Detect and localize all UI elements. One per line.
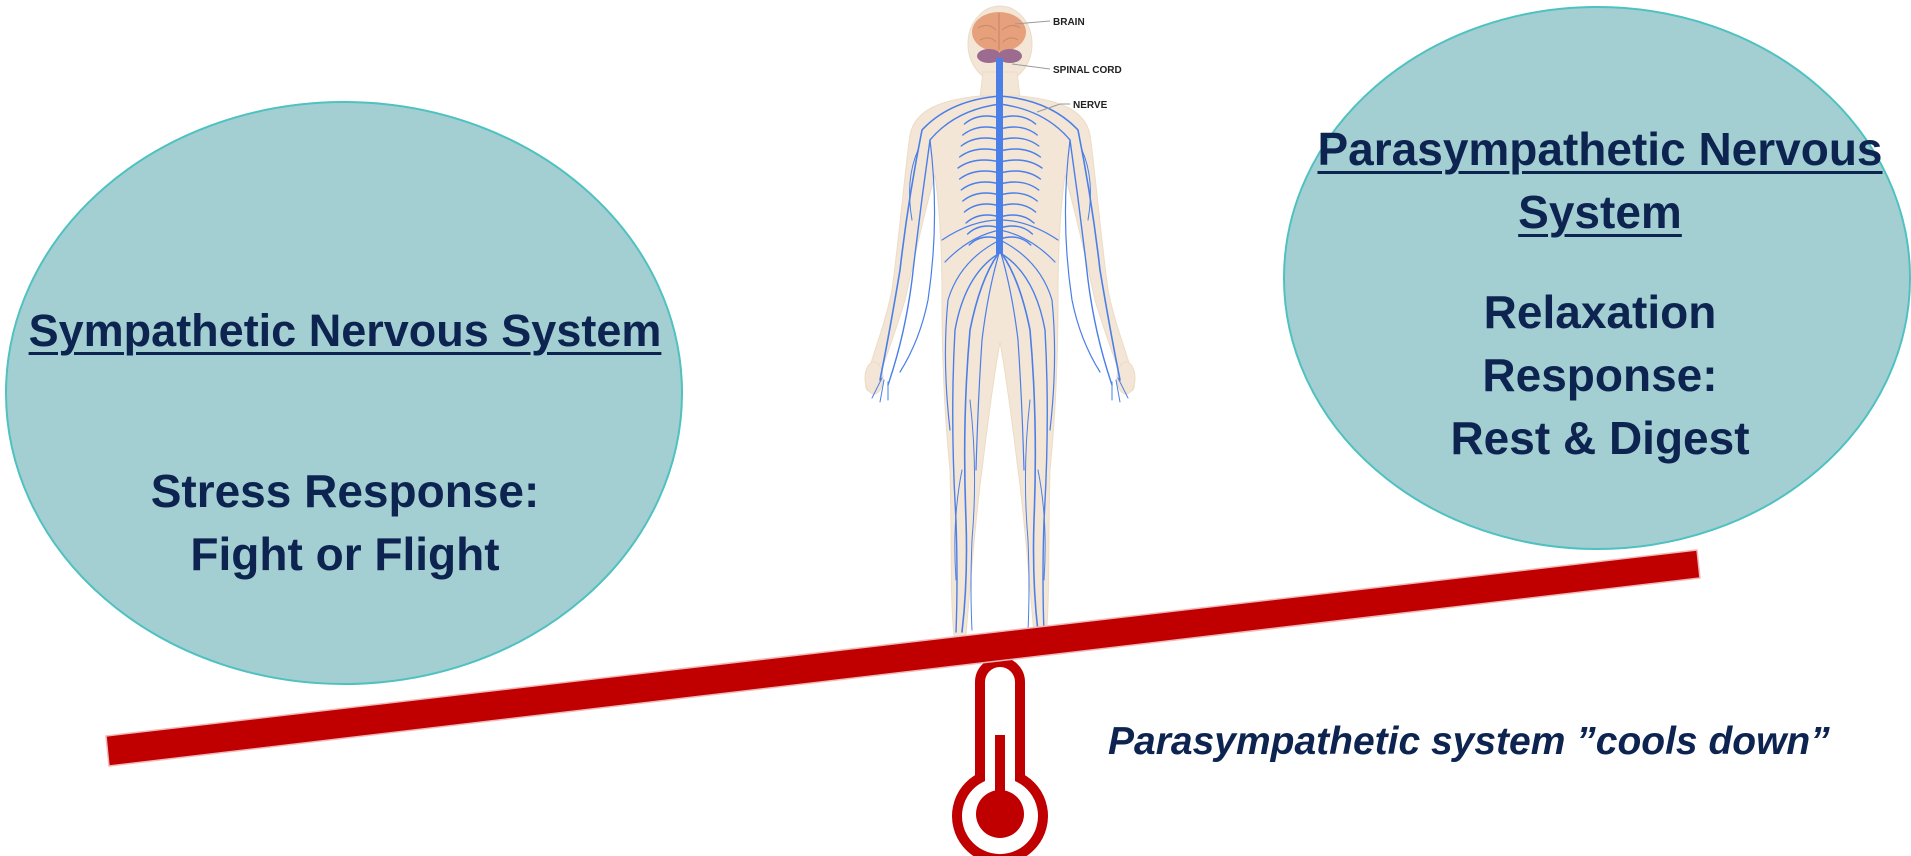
brain-label: BRAIN <box>1053 17 1085 28</box>
parasympathetic-response-line-1: Relaxation <box>1360 281 1840 344</box>
human-body-nervous-system-illustration: BRAIN SPINAL CORD NERVE <box>865 6 1135 640</box>
parasympathetic-heading: Parasympathetic Nervous System <box>1310 118 1890 244</box>
parasympathetic-response: Relaxation Response: Rest & Digest <box>1360 281 1840 470</box>
sympathetic-ellipse <box>6 102 682 684</box>
parasympathetic-response-line-2: Response: <box>1360 344 1840 407</box>
spinal-cord <box>996 58 1003 254</box>
caption: Parasympathetic system ”cools down” <box>1108 718 1868 766</box>
sympathetic-response-line-1: Stress Response: <box>45 460 645 523</box>
parasympathetic-heading-line-2: System <box>1518 186 1682 238</box>
thermometer-icon <box>957 662 1043 856</box>
sympathetic-heading: Sympathetic Nervous System <box>10 303 680 359</box>
parasympathetic-heading-line-1: Parasympathetic Nervous <box>1317 123 1882 175</box>
parasympathetic-response-line-3: Rest & Digest <box>1360 407 1840 470</box>
nerve-label: NERVE <box>1073 100 1108 111</box>
spinal-cord-label: SPINAL CORD <box>1053 65 1122 76</box>
brain-icon <box>972 12 1026 63</box>
sympathetic-response-line-2: Fight or Flight <box>45 523 645 586</box>
sympathetic-response: Stress Response: Fight or Flight <box>45 460 645 586</box>
